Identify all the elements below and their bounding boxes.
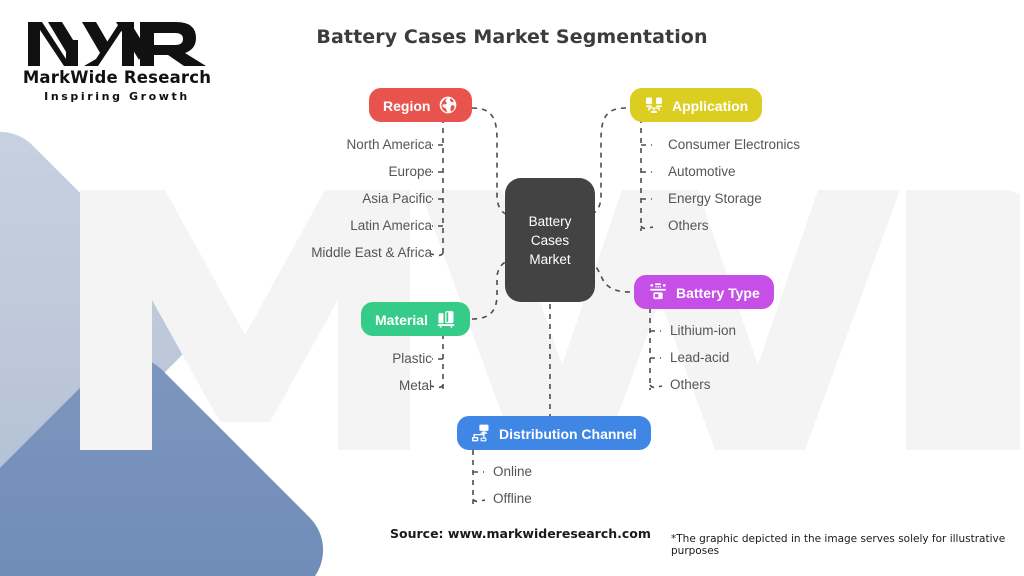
branch-item-battery-type-1: Lead-acid xyxy=(670,350,730,365)
logo-mark-icon xyxy=(28,22,206,66)
branch-item-region-1: Europe xyxy=(388,164,432,179)
branch-item-distribution-0: Online xyxy=(493,464,533,479)
center-line-3: Market xyxy=(529,251,571,267)
branch-item-distribution-1: Offline xyxy=(493,491,532,506)
center-line-1: Battery xyxy=(528,213,572,229)
branch-badge-application[interactable]: Application xyxy=(630,88,763,122)
logo-tagline: Inspiring Growth xyxy=(44,90,190,103)
branch-item-region-4: Middle East & Africa xyxy=(311,245,432,260)
branch-item-region-0: North America xyxy=(346,137,432,152)
branch-item-region-3: Latin America xyxy=(350,218,432,233)
globe-icon xyxy=(440,96,457,114)
center-node: Battery Cases Market xyxy=(505,178,595,302)
branch-item-battery-type-2: Others xyxy=(670,377,711,392)
branch-item-material-1: Metal xyxy=(398,378,432,393)
branch-item-battery-type-0: Lithium-ion xyxy=(670,323,737,338)
branch-item-application-3: Others xyxy=(668,218,709,233)
layers-icon xyxy=(437,311,455,328)
watermark-mwr xyxy=(80,190,1020,450)
page-title: Battery Cases Market Segmentation xyxy=(316,26,708,48)
branch-item-region-2: Asia Pacific xyxy=(362,191,432,206)
branch-label-battery-type: Battery Type xyxy=(676,284,760,301)
branch-label-application: Application xyxy=(672,97,749,114)
sitemap-icon xyxy=(646,97,662,113)
network-icon xyxy=(472,424,489,442)
branch-item-application-1: Automotive xyxy=(668,164,736,179)
branch-item-material-0: Plastic xyxy=(392,351,432,366)
branch-badge-region[interactable]: Region xyxy=(369,88,473,122)
center-line-2: Cases xyxy=(530,232,570,248)
disclaimer-text: *The graphic depicted in the image serve… xyxy=(671,533,1006,557)
branch-badge-battery-type[interactable]: Battery Type xyxy=(634,275,774,309)
logo: MarkWide Research Inspiring Growth xyxy=(22,16,212,108)
battery-icon xyxy=(650,283,666,300)
branch-item-application-2: Energy Storage xyxy=(668,191,762,206)
branch-badge-distribution-channel[interactable]: Distribution Channel xyxy=(457,416,651,450)
branch-badge-material[interactable]: Material xyxy=(361,302,470,336)
branch-label-material: Material xyxy=(375,311,428,328)
logo-company-name: MarkWide Research xyxy=(22,68,212,87)
source-text: Source: www.markwideresearch.com xyxy=(390,526,651,541)
branch-item-application-0: Consumer Electronics xyxy=(668,137,801,152)
branch-label-region: Region xyxy=(383,97,431,114)
branch-label-distribution-channel: Distribution Channel xyxy=(499,425,637,442)
